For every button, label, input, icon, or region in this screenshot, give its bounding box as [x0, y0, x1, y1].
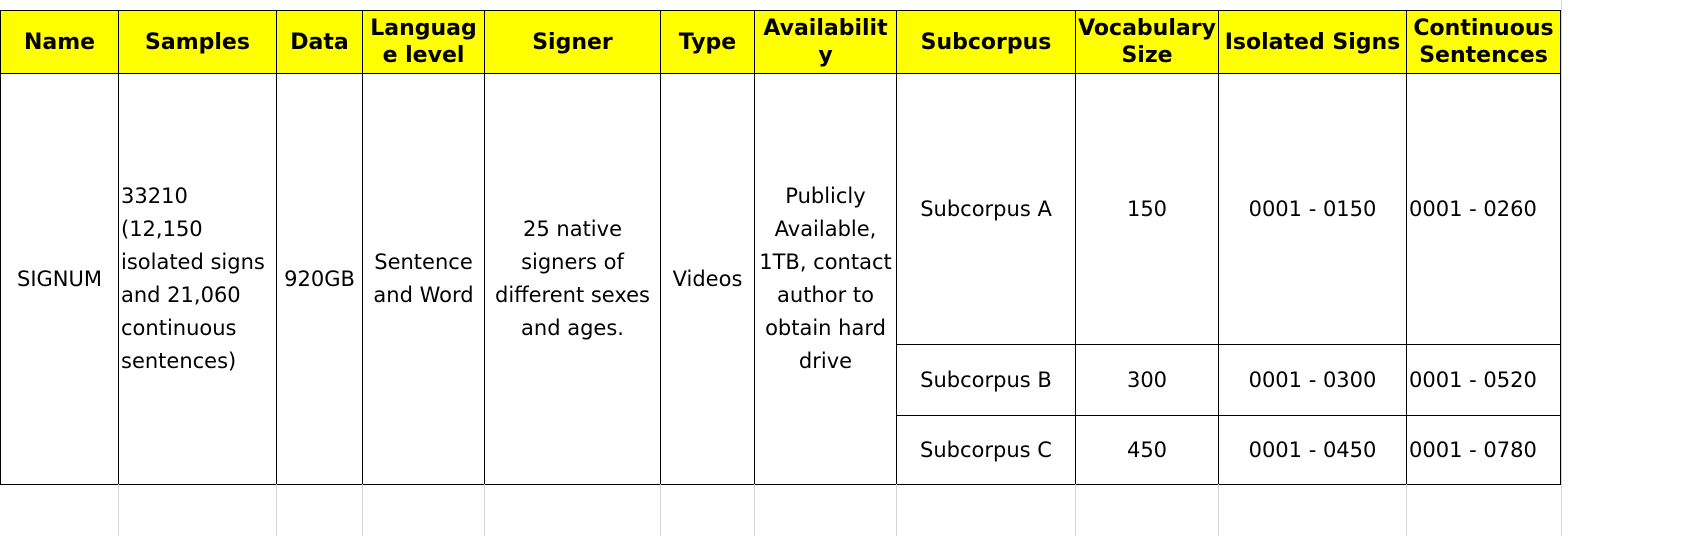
cell-continuous-sentences[interactable]: 0001 - 0260: [1406, 73, 1561, 345]
header-signer[interactable]: Signer: [484, 10, 661, 74]
cell-data[interactable]: 920GB: [276, 73, 363, 485]
gridline: [1218, 484, 1219, 536]
cell-vocabulary-size[interactable]: 150: [1075, 73, 1219, 345]
table-row: Subcorpus C 450 0001 - 0450 0001 - 0780: [1, 415, 1561, 485]
header-continuous-sentences[interactable]: Continuous Sentences: [1406, 10, 1561, 74]
cell-type[interactable]: Videos: [660, 73, 755, 485]
cell-continuous-sentences[interactable]: 0001 - 0520: [1406, 344, 1561, 416]
header-samples[interactable]: Samples: [118, 10, 277, 74]
table-row: SIGNUM 33210 (12,150 isolated signs and …: [0, 73, 1561, 485]
cell-vocabulary-size[interactable]: 300: [1075, 344, 1219, 416]
cell-language-level[interactable]: Sentence and Word: [362, 73, 485, 485]
header-isolated-signs[interactable]: Isolated Signs: [1218, 10, 1407, 74]
header-availability[interactable]: Availability: [754, 10, 897, 74]
gridline: [484, 484, 485, 536]
header-name[interactable]: Name: [0, 10, 119, 74]
cell-vocabulary-size[interactable]: 450: [1075, 415, 1219, 485]
dataset-table: Name Samples Data Language level Signer …: [0, 10, 1561, 485]
gridline: [896, 484, 897, 536]
cell-samples[interactable]: 33210 (12,150 isolated signs and 21,060 …: [118, 73, 277, 485]
cell-name[interactable]: SIGNUM: [0, 73, 119, 485]
empty-row-gridlines: [0, 484, 1560, 536]
gridline: [1561, 0, 1562, 536]
header-data[interactable]: Data: [276, 10, 363, 74]
header-vocabulary-size[interactable]: Vocabulary Size: [1075, 10, 1219, 74]
cell-availability[interactable]: Publicly Available, 1TB, contact author …: [754, 73, 897, 485]
gridline: [362, 484, 363, 536]
cell-subcorpus[interactable]: Subcorpus C: [896, 415, 1076, 485]
empty-column-area: [1561, 0, 1694, 536]
cell-isolated-signs[interactable]: 0001 - 0150: [1218, 73, 1407, 345]
cell-isolated-signs[interactable]: 0001 - 0300: [1218, 344, 1407, 416]
gridline: [660, 484, 661, 536]
gridline: [118, 484, 119, 536]
cell-subcorpus[interactable]: Subcorpus A: [896, 73, 1076, 345]
gridline: [276, 484, 277, 536]
header-subcorpus[interactable]: Subcorpus: [896, 10, 1076, 74]
header-language-level[interactable]: Language level: [362, 10, 485, 74]
header-type[interactable]: Type: [660, 10, 755, 74]
cell-subcorpus[interactable]: Subcorpus B: [896, 344, 1076, 416]
gridline: [1406, 484, 1407, 536]
header-row: Name Samples Data Language level Signer …: [0, 10, 1561, 74]
gridline: [754, 484, 755, 536]
gridline: [1075, 484, 1076, 536]
cell-continuous-sentences[interactable]: 0001 - 0780: [1406, 415, 1561, 485]
cell-isolated-signs[interactable]: 0001 - 0450: [1218, 415, 1407, 485]
cell-signer[interactable]: 25 native signers of different sexes and…: [484, 73, 661, 485]
